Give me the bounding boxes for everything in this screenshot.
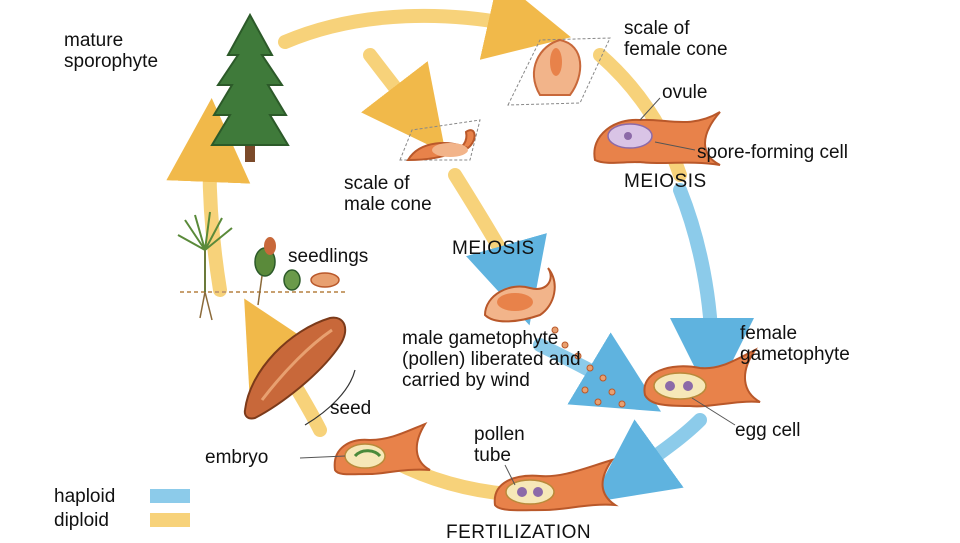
label-seed: seed	[330, 398, 372, 419]
female-cone-scale-illustration	[507, 37, 611, 106]
legend-diploid-swatch	[150, 513, 190, 527]
label-meiosis-right: MEIOSIS	[624, 171, 707, 192]
tree-illustration	[210, 12, 290, 162]
label-fertilization: FERTILIZATION	[446, 522, 592, 543]
label-female-gametophyte: female gametophyte	[740, 323, 850, 365]
ovule-illustration	[593, 97, 721, 166]
arrow-meiosis-to-pollen	[466, 233, 547, 326]
label-pollen-tube: pollen tube	[474, 424, 525, 466]
legend-diploid-label: diploid	[54, 510, 109, 531]
arrow-pollen-drift	[533, 332, 662, 412]
seedlings-illustration	[177, 211, 345, 321]
label-ovule: ovule	[662, 82, 708, 103]
label-scale-female-cone: scale of female cone	[624, 18, 728, 60]
label-male-gametophyte: male gametophyte (pollen) liberated and …	[402, 328, 581, 391]
label-spore-forming-cell: spore-forming cell	[697, 142, 848, 163]
haploid-arrows	[466, 183, 754, 503]
label-scale-male-cone: scale of male cone	[344, 173, 432, 215]
label-seedlings: seedlings	[288, 246, 369, 267]
arrow-sporophyte-to-female-cone	[278, 0, 571, 60]
arrow-seedlings-up	[166, 98, 251, 297]
label-embryo: embryo	[205, 447, 269, 468]
arrow-meiosis-to-female-gametophyte	[669, 183, 754, 402]
embryo-illustration	[299, 421, 431, 476]
fertilization-illustration	[493, 458, 619, 512]
arrow-egg-to-fertilization	[590, 413, 707, 503]
tree-foliage	[210, 12, 290, 146]
arrow-sporophyte-to-male-cone	[361, 48, 446, 154]
label-egg-cell: egg cell	[735, 420, 801, 441]
diploid-arrows	[166, 0, 687, 502]
pollen-illustration	[483, 267, 626, 408]
label-meiosis-center: MEIOSIS	[452, 238, 535, 259]
legend-haploid-swatch	[150, 489, 190, 503]
legend-haploid-label: haploid	[54, 486, 116, 507]
male-cone-scale-illustration	[399, 119, 481, 162]
female-gametophyte-illustration	[643, 347, 761, 426]
seed-illustration	[243, 316, 356, 426]
label-mature-sporophyte: mature sporophyte	[64, 30, 159, 72]
